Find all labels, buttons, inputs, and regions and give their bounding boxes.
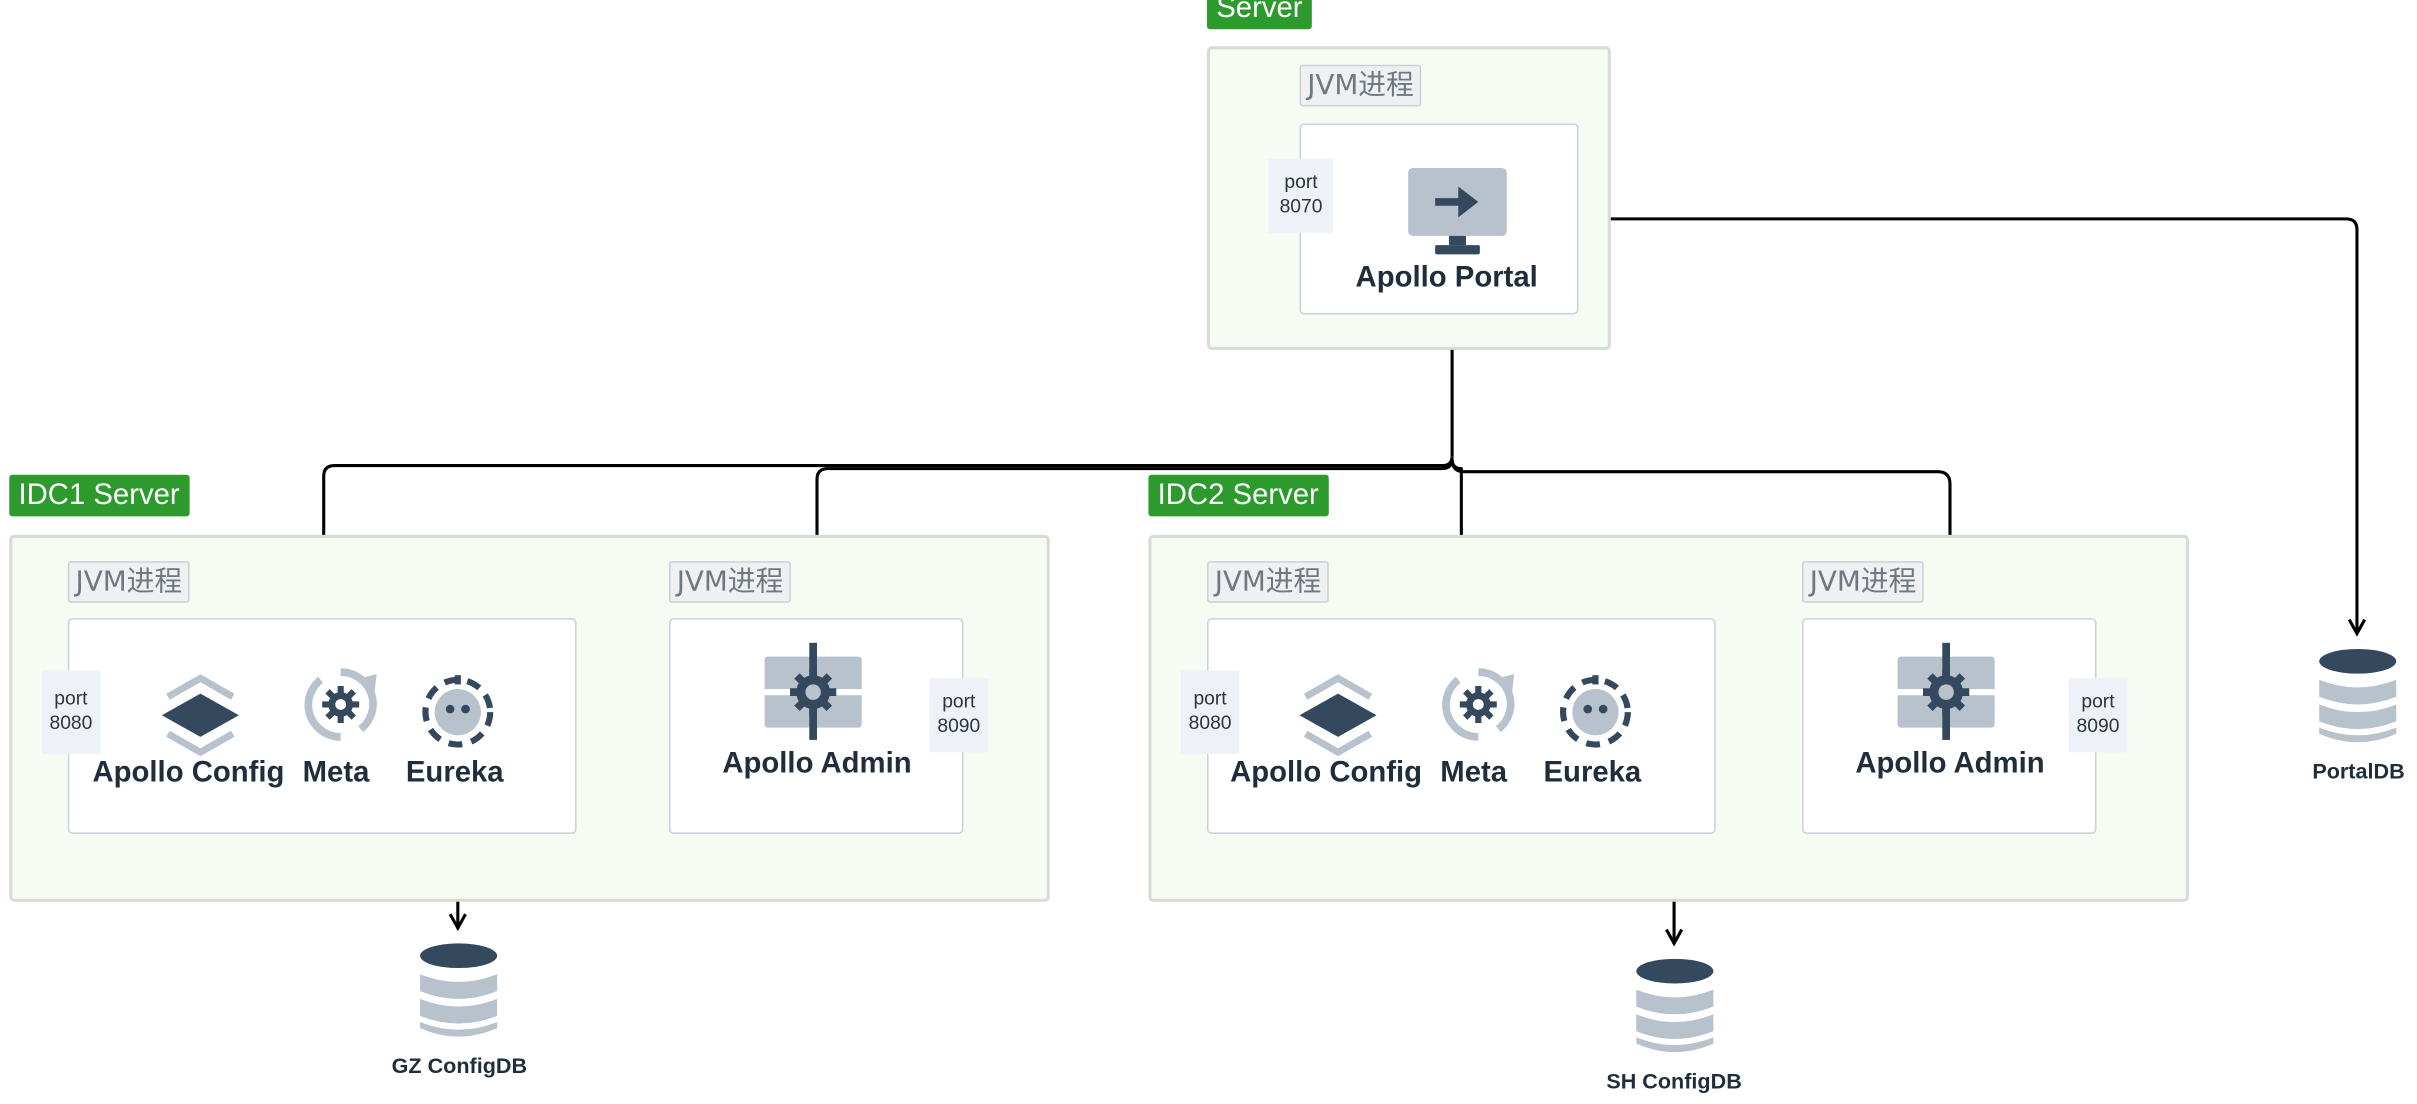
idc2-config-service-label: Apollo Config [1230,756,1423,790]
idc1-eureka-service-label: Eureka [405,756,504,790]
sh-configdb-database-icon [1636,958,1714,1053]
gz-configdb-label: GZ ConfigDB [391,1052,528,1078]
portal-to-idc2-admin-connector [1450,459,1950,621]
gz-configdb-database-icon [420,943,498,1037]
idc2-config-layers-icon [1299,674,1377,757]
idc1-config-layers-icon [161,674,239,757]
idc2-eureka-service-label: Eureka [1543,756,1642,790]
idc2-server-tag: IDC2 Server [1148,474,1329,517]
portal-server-tag: Server [1206,0,1312,30]
portal-port-number: 8070 [1279,195,1323,218]
idc2-meta-service-label: Meta [1440,756,1508,790]
idc1-admin-jvm-tag: JVM进程 [669,561,792,603]
idc2-admin-port-label: port [2081,690,2115,713]
portal-to-idc1-admin-connector [817,459,1454,612]
portaldb-label: PortalDB [2312,758,2405,784]
idc1-config-port-label: port [54,687,88,710]
portal-port-badge: port 8070 [1268,158,1334,233]
idc2-config-port-number: 8080 [1188,712,1232,734]
idc1-meta-service-label: Meta [302,756,370,790]
idc1-server-tag: IDC1 Server [9,474,189,517]
idc1-config-service-box[interactable] [67,618,577,834]
idc1-config-port-badge: port 8080 [41,670,101,754]
idc1-admin-gear-icon [764,642,862,740]
idc1-meta-gear-icon [304,668,377,741]
idc2-admin-jvm-tag: JVM进程 [1802,561,1925,603]
portal-to-portaldb-connector [1584,217,2357,634]
idc2-meta-gear-icon [1442,668,1515,741]
idc2-config-port-label: port [1193,687,1227,710]
idc2-config-port-badge: port 8080 [1180,670,1240,754]
portaldb-database-icon [2319,648,2397,743]
idc1-config-jvm-tag: JVM进程 [67,561,190,603]
portal-port-label: port [1284,171,1318,193]
idc2-admin-port-number: 8090 [2076,715,2120,737]
idc1-config-service-label: Apollo Config [92,756,285,790]
idc2-eureka-robot-icon [1559,675,1631,748]
monitor-arrow-icon [1408,168,1507,255]
sh-configdb-label: SH ConfigDB [1606,1068,1742,1093]
idc2-config-jvm-tag: JVM进程 [1206,561,1330,603]
portal-jvm-tag: JVM进程 [1299,64,1422,107]
idc1-admin-port-label: port [942,690,976,713]
idc2-admin-gear-icon [1897,642,1995,740]
idc2-admin-service-label: Apollo Admin [1855,747,2045,780]
idc1-config-port-number: 8080 [49,712,93,734]
idc1-eureka-robot-icon [422,675,494,748]
idc2-config-service-box[interactable] [1206,618,1716,834]
idc1-admin-port-badge: port 8090 [929,678,989,753]
idc2-admin-port-badge: port 8090 [2068,678,2128,753]
idc1-admin-service-label: Apollo Admin [722,747,912,780]
idc1-admin-port-number: 8090 [937,715,981,737]
portal-service-label: Apollo Portal [1355,262,1538,295]
